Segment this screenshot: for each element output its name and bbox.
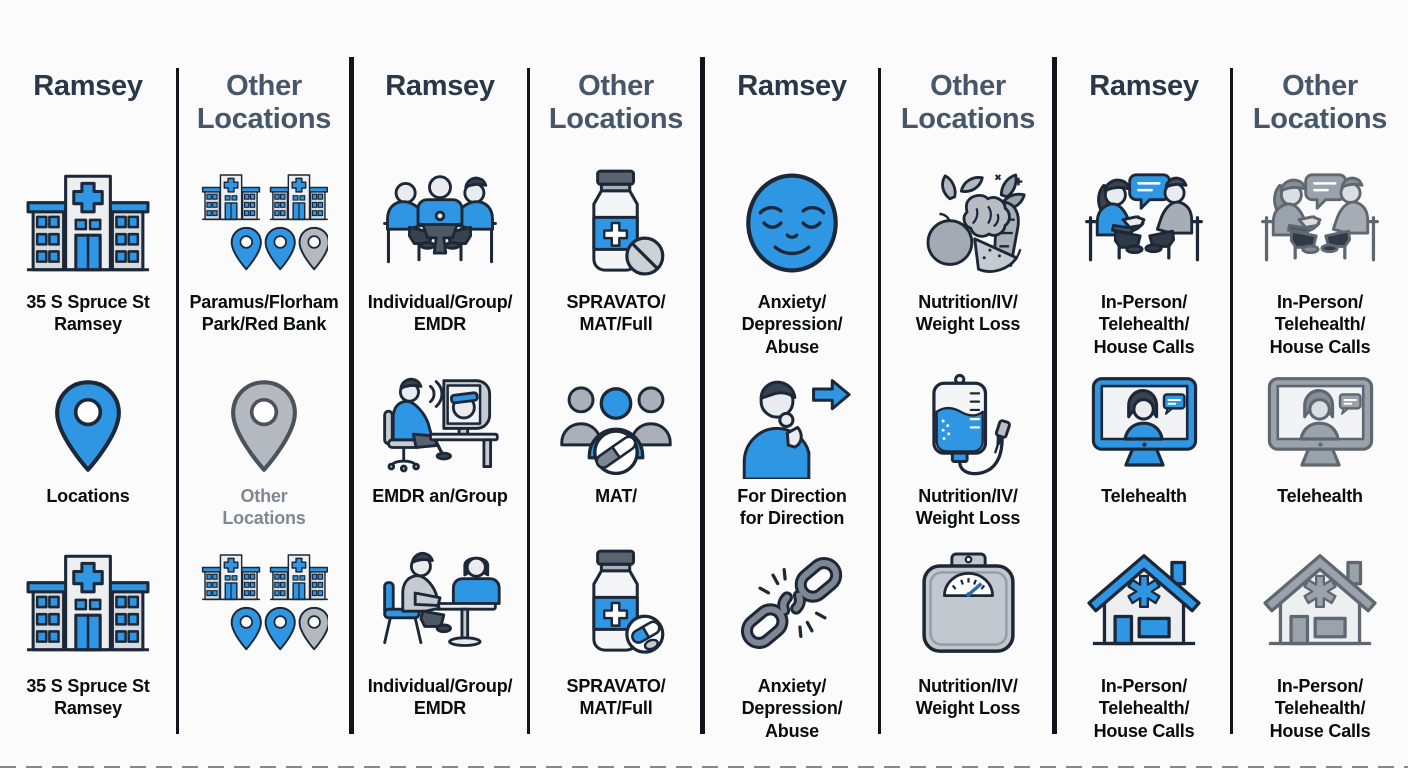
icon-slot [200, 162, 328, 284]
icon-slot [52, 370, 124, 482]
column-header: Ramsey [385, 70, 495, 102]
item-caption: Telehealth [1277, 486, 1363, 506]
location-pin-icon [228, 379, 300, 474]
icon-slot [1262, 370, 1379, 482]
item-caption: Individual/Group/ EMDR [367, 676, 513, 719]
item-caption: In-Person/ Telehealth/ House Calls [1093, 676, 1195, 741]
column-divider [1052, 57, 1057, 734]
item-caption: MAT/ [595, 486, 637, 506]
column-divider [700, 57, 705, 734]
telehealth-monitor-icon [1262, 374, 1379, 478]
column-header: Ramsey [737, 70, 847, 102]
item-caption: Locations [46, 486, 130, 506]
telehealth-monitor-icon [1086, 374, 1203, 478]
column-header: Other Locations [548, 70, 684, 135]
icon-slot [1081, 162, 1207, 284]
column-divider [878, 68, 881, 734]
icon-slot [1259, 540, 1381, 666]
icon-slot [377, 540, 503, 666]
icon-slot [736, 162, 848, 284]
item-caption: SPRAVATO/ MAT/Full [566, 292, 666, 335]
item-caption: Other Locations [222, 486, 306, 529]
item-caption: In-Person/ Telehealth/ House Calls [1269, 292, 1371, 357]
broken-chain-icon [736, 551, 849, 655]
column-header: Ramsey [33, 70, 143, 102]
group-medication-icon [556, 375, 676, 478]
item-caption: In-Person/ Telehealth/ House Calls [1093, 292, 1195, 357]
item-caption: Anxiety/ Depression/ Abuse [741, 292, 843, 357]
column-2-other-locations: Other Locations Paramus/Florham Park/Red… [176, 0, 352, 768]
item-caption: In-Person/ Telehealth/ House Calls [1269, 676, 1371, 741]
medication-bottle-icon [558, 168, 675, 278]
column-divider [176, 68, 179, 734]
column-4-other-locations: Other Locations SPRAVATO/ MAT/Full MAT/ … [528, 0, 704, 768]
clinic-buildings-pins-icon [200, 550, 328, 657]
location-pin-icon [52, 379, 124, 474]
item-caption: SPRAVATO/ MAT/Full [566, 676, 666, 719]
medical-house-icon [1259, 549, 1381, 657]
calm-face-icon [736, 170, 848, 276]
iv-bag-icon [910, 373, 1026, 480]
item-caption: Anxiety/ Depression/ Abuse [741, 676, 843, 741]
icon-slot [558, 162, 675, 284]
column-3-ramsey: Ramsey Individual/Group/ EMDR EMDR an/Gr… [352, 0, 528, 768]
bottom-edge-line [0, 766, 1408, 768]
conversation-icon [1257, 170, 1383, 277]
item-caption: Nutrition/IV/ Weight Loss [915, 676, 1021, 719]
item-caption: EMDR an/Group [372, 486, 508, 506]
clinic-buildings-pins-icon [200, 170, 328, 277]
weight-scale-icon [913, 551, 1024, 655]
column-5-ramsey: Ramsey Anxiety/ Depression/ Abuse For Di… [704, 0, 880, 768]
item-caption: 35 S Spruce St Ramsey [26, 676, 150, 719]
column-6-other-locations: Other Locations Nutrition/IV/ Weight Los… [880, 0, 1056, 768]
column-header: Other Locations [1252, 70, 1388, 135]
icon-slot [377, 370, 503, 482]
column-header: Ramsey [1089, 70, 1199, 102]
medical-house-icon [1083, 549, 1205, 657]
icon-slot [1257, 162, 1383, 284]
icon-slot [913, 540, 1024, 666]
icon-slot [1083, 540, 1205, 666]
icon-slot [1086, 370, 1203, 482]
column-divider [527, 68, 530, 734]
icon-slot [736, 540, 849, 666]
icon-slot [25, 540, 151, 666]
item-caption: Paramus/Florham Park/Red Bank [189, 292, 339, 335]
column-8-other-locations: Other Locations In-Person/ Telehealth/ H… [1232, 0, 1408, 768]
icon-slot [377, 162, 503, 284]
item-caption: For Direction for Direction [737, 486, 847, 529]
icon-slot [200, 540, 328, 666]
item-caption: 35 S Spruce St Ramsey [26, 292, 150, 335]
medication-bottle-pills-icon [558, 548, 675, 658]
icon-slot [910, 370, 1026, 482]
icon-slot [228, 370, 300, 482]
group-therapy-icon [377, 170, 503, 277]
column-header: Other Locations [900, 70, 1036, 135]
hospital-building-icon [25, 550, 151, 656]
icon-slot [556, 370, 676, 482]
column-divider [349, 57, 354, 734]
column-divider [1230, 68, 1233, 734]
emdr-session-icon [377, 373, 503, 480]
hospital-building-icon [25, 170, 151, 276]
icon-slot [908, 162, 1028, 284]
icon-slot [733, 370, 851, 482]
conversation-icon [1081, 170, 1207, 277]
counseling-session-icon [377, 550, 503, 657]
column-1-ramsey: Ramsey 35 S Spruce St Ramsey Locations 3… [0, 0, 176, 768]
fruits-vegetables-icon [908, 170, 1028, 277]
column-header: Other Locations [196, 70, 332, 135]
icon-slot [25, 162, 151, 284]
item-caption: Telehealth [1101, 486, 1187, 506]
column-7-ramsey: Ramsey In-Person/ Telehealth/ House Call… [1056, 0, 1232, 768]
item-caption: Nutrition/IV/ Weight Loss [915, 486, 1021, 529]
icon-slot [558, 540, 675, 666]
item-caption: Individual/Group/ EMDR [367, 292, 513, 335]
person-direction-arrow-icon [733, 374, 851, 479]
item-caption: Nutrition/IV/ Weight Loss [915, 292, 1021, 335]
